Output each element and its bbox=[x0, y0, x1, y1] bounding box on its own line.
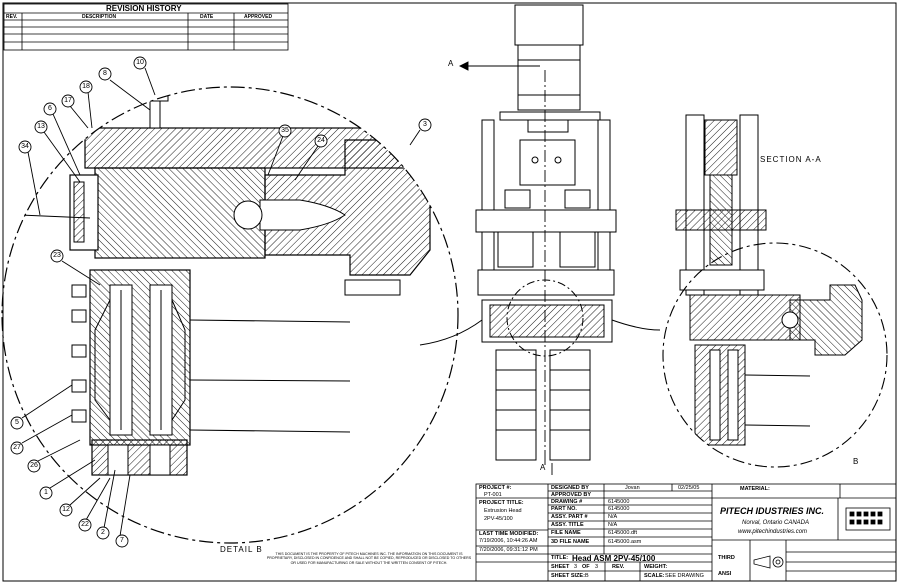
revision-history-title: REVISION HISTORY bbox=[106, 3, 182, 13]
title-label: TITLE: bbox=[551, 555, 569, 561]
project-title-label: PROJECT TITLE: bbox=[479, 500, 524, 506]
last-modified-label: LAST TIME MODIFIED: bbox=[479, 531, 539, 537]
balloon-label: 23 bbox=[53, 252, 61, 259]
part-no: 6145000 bbox=[608, 506, 630, 512]
proprietary-disclaimer: THIS DOCUMENT IS THE PROPERTY OF PITECH … bbox=[266, 552, 472, 565]
balloon-label: 26 bbox=[30, 462, 38, 469]
third-angle-projection-icon bbox=[753, 555, 784, 569]
part-no-label: PART NO. bbox=[551, 506, 577, 512]
balloon-label: 2 bbox=[101, 529, 105, 536]
drawing-no-label: DRAWING # bbox=[551, 498, 583, 505]
section-marker-bottom: A bbox=[540, 463, 546, 472]
drawing-no: 6145000 bbox=[608, 498, 630, 505]
of-label: OF bbox=[582, 564, 590, 570]
last-modified: 7/19/2006, 10:44:26 AM bbox=[479, 538, 538, 544]
section-view-label: SECTION A-A bbox=[760, 155, 822, 164]
designed-by-label: DESIGNED BY bbox=[551, 484, 589, 491]
balloon-label: 6 bbox=[48, 105, 52, 112]
detail-b-source-boundary bbox=[662, 242, 888, 468]
balloon-label: 8 bbox=[103, 70, 107, 77]
project-no-label: PROJECT #: bbox=[479, 485, 512, 491]
balloon-label: 34 bbox=[21, 143, 29, 150]
balloon-label: 1 bbox=[44, 489, 48, 496]
balloon-label: 3 bbox=[423, 121, 427, 128]
scale-label: SCALE: bbox=[644, 573, 665, 579]
material-label: MATERIAL: bbox=[740, 486, 770, 492]
file-name-label: FILE NAME bbox=[551, 530, 581, 536]
date-column-header: DATE bbox=[200, 14, 214, 20]
revision-table bbox=[3, 3, 289, 51]
balloon-label: 10 bbox=[136, 59, 144, 66]
projection-label: THIRD bbox=[718, 555, 735, 561]
drawing-title: Head ASM 2PV-45/100 bbox=[572, 553, 656, 563]
drafting-standard: ANSI bbox=[718, 571, 732, 577]
sheet-label: SHEET bbox=[551, 564, 570, 570]
scale: SEE DRAWING bbox=[665, 573, 704, 579]
designed-by: Jovan bbox=[625, 484, 640, 491]
section-line-a bbox=[458, 61, 553, 475]
rev-label: REV. bbox=[612, 564, 625, 570]
balloon-label: 18 bbox=[82, 83, 90, 90]
assy-title: N/A bbox=[608, 522, 618, 528]
sheet-size: B bbox=[585, 573, 589, 579]
approved-column-header: APPROVED bbox=[244, 14, 273, 20]
detail-marker: B bbox=[853, 457, 859, 466]
model-file: 6145000.asm bbox=[608, 538, 642, 545]
front-view bbox=[419, 4, 661, 461]
balloon-label: 35 bbox=[281, 127, 289, 134]
assy-part-label: ASSY. PART # bbox=[551, 514, 588, 520]
balloon-label: 24 bbox=[317, 137, 325, 144]
rev-column-header: REV. bbox=[6, 14, 18, 20]
detail-b-view bbox=[19, 87, 431, 476]
detail-view-label: DETAIL B bbox=[220, 545, 263, 554]
sheet-total: 3 bbox=[595, 564, 599, 570]
company-logo bbox=[845, 507, 891, 531]
detail-b-source-view bbox=[689, 284, 863, 446]
balloon-label: 13 bbox=[37, 123, 45, 130]
section-a-a-view bbox=[675, 114, 767, 296]
title-block-grid bbox=[475, 483, 897, 582]
balloon-label: 17 bbox=[64, 97, 72, 104]
sheet-size-label: SHEET SIZE: bbox=[551, 573, 585, 579]
sheet-number: 3 bbox=[574, 564, 578, 570]
project-title-line2: 2PV-45/100 bbox=[484, 516, 513, 522]
balloon-label: 12 bbox=[62, 506, 70, 513]
detail-b-boundary bbox=[1, 86, 459, 544]
model-file-label: 3D FILE NAME bbox=[551, 538, 590, 545]
weight-label: WEIGHT: bbox=[644, 564, 668, 570]
balloon-label: 5 bbox=[15, 419, 19, 426]
file-name: 6145000.dft bbox=[608, 530, 638, 536]
company-website: www.pitechindustries.com bbox=[738, 529, 808, 535]
assy-title-label: ASSY. TITLE bbox=[551, 522, 584, 528]
part-balloons bbox=[10, 56, 432, 548]
section-marker-top: A bbox=[448, 59, 454, 68]
assy-part: N/A bbox=[608, 514, 618, 520]
project-title-line1: Extrusion Head bbox=[484, 508, 522, 514]
balloon-label: 22 bbox=[81, 521, 89, 528]
project-no: PT-001 bbox=[484, 492, 502, 498]
balloon-label: 7 bbox=[120, 537, 124, 544]
design-date: 02/25/05 bbox=[678, 484, 700, 491]
approved-by-label: APPROVED BY bbox=[551, 491, 592, 498]
description-column-header: DESCRIPTION bbox=[82, 14, 117, 20]
company-name: PITECH IDUSTRIES INC. bbox=[720, 506, 825, 516]
printed-date: 7/20/2006, 09:31:12 PM bbox=[479, 547, 538, 553]
balloon-label: 27 bbox=[13, 444, 21, 451]
company-city: Norval, Ontario CANADA bbox=[742, 520, 810, 526]
